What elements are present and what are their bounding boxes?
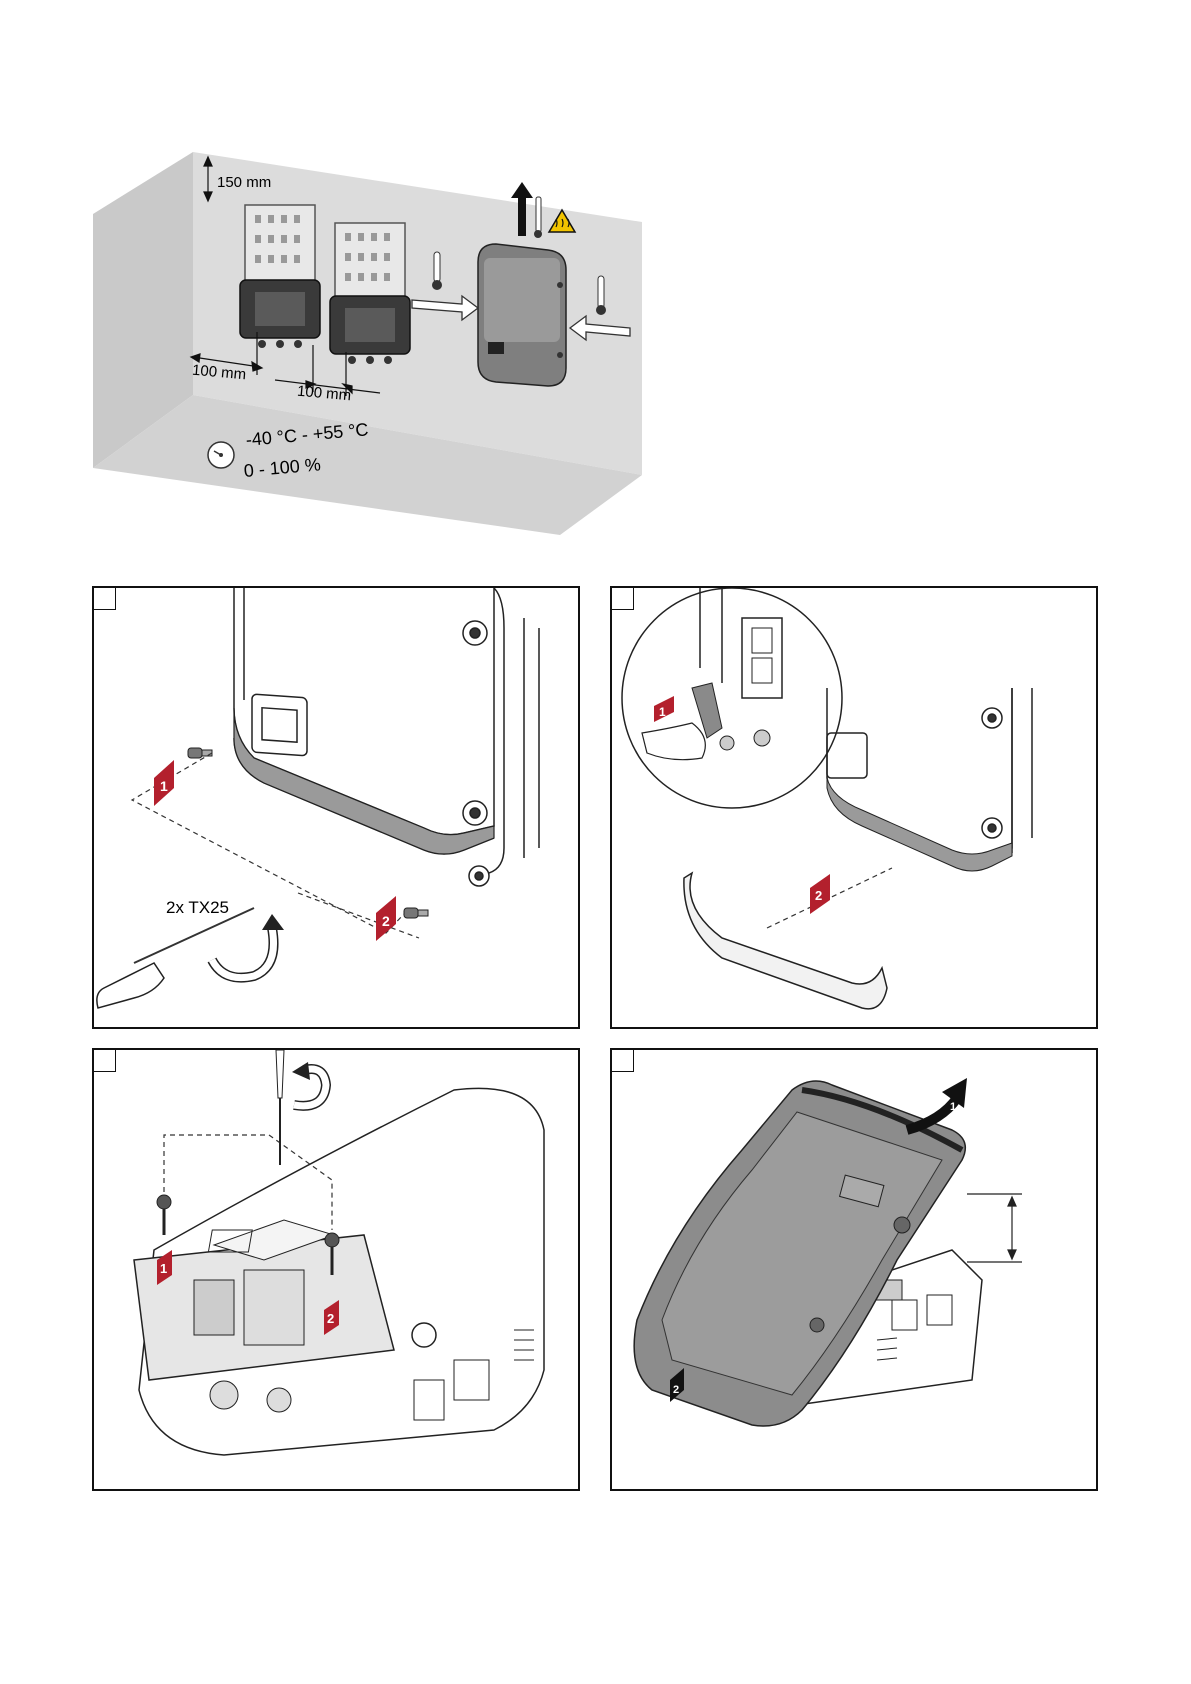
svg-text:2: 2 — [382, 913, 390, 929]
svg-text:2: 2 — [327, 1311, 334, 1326]
detail-magnifier — [622, 588, 842, 808]
svg-text:1: 1 — [160, 778, 168, 794]
svg-text:1: 1 — [160, 1261, 167, 1276]
screwdriver-icon — [97, 908, 254, 1008]
svg-text:2: 2 — [815, 888, 822, 903]
svg-text:1: 1 — [659, 705, 666, 719]
screwdriver-icon — [276, 1050, 284, 1165]
rotate-arrow-icon — [212, 914, 284, 978]
step-2-illustration: 1 2 — [612, 588, 1098, 1029]
lift-height-dimension — [967, 1194, 1022, 1262]
mounting-bracket-1 — [240, 205, 320, 348]
lift-arrow-icon: 1 — [907, 1078, 967, 1130]
mounting-clearance-illustration: 150 mm 100 mm 100 mm -40 °C - +55 °C 0 -… — [0, 0, 1191, 560]
step-4-illustration: 1 2 — [612, 1050, 1098, 1491]
step-marker-2: 2 — [376, 896, 396, 941]
step-1-illustration: 1 2 — [94, 588, 580, 1029]
inverter-top-view — [134, 1088, 544, 1455]
step-3-illustration: 1 2 — [94, 1050, 580, 1491]
step-panel-3: 1 2 — [92, 1048, 580, 1491]
tool-label: 2x TX25 — [166, 898, 229, 918]
mounting-hole-icon — [982, 708, 1002, 838]
svg-text:1: 1 — [950, 1101, 956, 1113]
hygrometer-icon — [208, 442, 234, 468]
step-marker-1: 1 — [154, 760, 174, 806]
mounting-bracket-2 — [330, 223, 410, 364]
top-clearance-label: 150 mm — [217, 174, 271, 191]
step-marker-2: 2 — [810, 874, 830, 914]
step-panel-1: 1 2 2x TX25 — [92, 586, 580, 1029]
cover-strip — [684, 873, 887, 1009]
wall-scene — [0, 0, 1191, 560]
inverter-device — [478, 244, 566, 386]
step-panel-2: 1 2 — [610, 586, 1098, 1029]
step-panel-4: 1 2 — [610, 1048, 1098, 1491]
rotate-arrow-icon — [292, 1062, 326, 1106]
svg-text:2: 2 — [673, 1384, 679, 1396]
